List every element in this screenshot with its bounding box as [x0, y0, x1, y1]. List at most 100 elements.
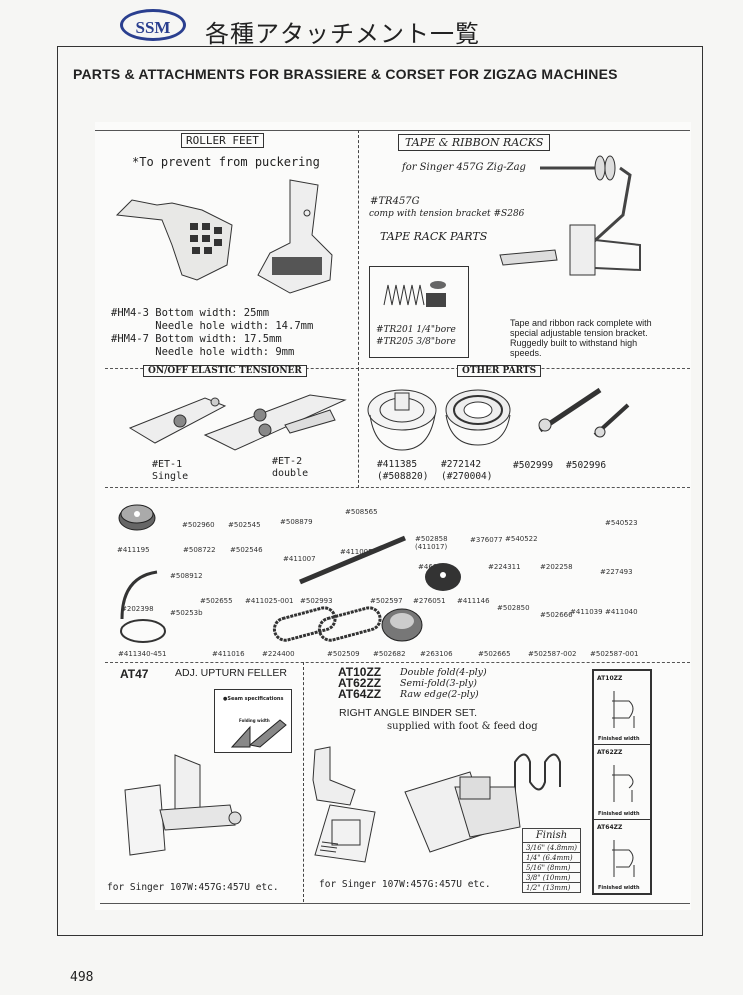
part-code: #502587-001 — [590, 650, 639, 658]
part-code: #376077 — [470, 536, 503, 544]
elastic-tensioner-label: ON/OFF ELASTIC TENSIONER — [143, 365, 307, 377]
part-code: #502960 — [182, 521, 215, 529]
part-code: #411007 — [283, 555, 316, 563]
tape-rack-comp: comp with tension bracket #S286 — [369, 209, 525, 219]
model-code: AT10ZZ — [338, 665, 382, 679]
spec-line: Needle hole width: 14.7mm — [111, 320, 314, 332]
part-desc: Single — [152, 471, 189, 482]
belt-illustration — [270, 605, 340, 645]
panel-caption: Finished width — [598, 736, 640, 742]
part-code: #276051 — [413, 597, 446, 605]
finish-option: 1/2" (13mm) — [521, 882, 582, 893]
page-number: 498 — [70, 970, 94, 985]
section-divider — [105, 368, 690, 369]
model-desc: Raw edge(2-ply) — [400, 689, 479, 700]
fold-spec-panels: AT10ZZ Finished width AT62ZZ Finished wi… — [592, 669, 652, 895]
part-code: #202398 — [121, 605, 154, 613]
tape-racks-machine: for Singer 457G Zig-Zag — [402, 162, 526, 173]
roller-foot-illustration — [112, 185, 242, 285]
bore-option: #TR205 3/8"bore — [376, 337, 456, 347]
part-code: #508722 — [183, 546, 216, 554]
finish-table: Finish 3/16" (4.8mm) 1/4" (6.4mm) 5/16" … — [521, 828, 582, 893]
upturn-feller-illustration — [120, 750, 250, 860]
binder-model-descs: Double fold(4-ply) Semi-fold(3-ply) Raw … — [400, 667, 487, 700]
column-divider — [358, 130, 359, 370]
part-code: #411146 — [457, 597, 490, 605]
roller-foot-illustration — [250, 175, 340, 300]
part-code: #224311 — [488, 563, 521, 571]
finish-option: 1/4" (6.4mm) — [521, 852, 582, 863]
part-code: #411025-001 — [245, 597, 294, 605]
roller-feet-label: ROLLER FEET — [181, 133, 264, 148]
part-alt: (#270004) — [441, 471, 493, 482]
part-code: #502665 — [478, 650, 511, 658]
part-code: #411340-451 — [118, 650, 167, 658]
part-code: #202258 — [540, 563, 573, 571]
part-code: #508879 — [280, 518, 313, 526]
bore-option: #TR201 1/4"bore — [376, 325, 456, 335]
part-code: #502597 — [370, 597, 403, 605]
at47-code: AT47 — [120, 667, 149, 681]
part-code: #224400 — [262, 650, 295, 658]
other-part-caption: #411385(#508820) — [377, 459, 428, 483]
spring-illustration — [382, 275, 452, 315]
et2-illustration — [200, 385, 350, 455]
part-code: #ET-2 — [272, 456, 303, 467]
rod-illustration — [285, 530, 410, 590]
part-code: #411039 — [570, 608, 603, 616]
folding-width-label: Folding width — [239, 718, 270, 723]
page-heading: PARTS & ATTACHMENTS FOR BRASSIERE & CORS… — [73, 66, 618, 82]
column-divider — [358, 368, 359, 488]
roller-feet-note: *To prevent from puckering — [132, 155, 320, 169]
finish-option: 3/8" (10mm) — [521, 872, 582, 883]
part-code: #411016 — [212, 650, 245, 658]
part-code: #502850 — [497, 604, 530, 612]
panel-code: AT10ZZ — [597, 675, 623, 682]
gear-illustration — [380, 605, 425, 645]
fold-spec-panel: AT62ZZ Finished width — [593, 744, 651, 820]
model-code: AT62ZZ — [338, 676, 382, 690]
part-code: #502546 — [230, 546, 263, 554]
part-code: #502509 — [327, 650, 360, 658]
part-code: #411385 — [377, 459, 418, 470]
at47-name: ADJ. UPTURN FELLER — [175, 667, 288, 679]
part-code: #502996 — [566, 460, 607, 471]
part-code: #263106 — [420, 650, 453, 658]
finish-option: 3/16" (4.8mm) — [521, 842, 582, 853]
part-code: #502993 — [300, 597, 333, 605]
part-code: #502655 — [200, 597, 233, 605]
binder-machine: for Singer 107W:457G:457U etc. — [319, 879, 491, 890]
fold-spec-panel: AT10ZZ Finished width — [593, 670, 651, 745]
part-code: #411195 — [117, 546, 150, 554]
pulley-illustration — [443, 385, 513, 450]
tape-rack-illustration — [495, 150, 665, 280]
model-desc: Double fold(4-ply) — [400, 667, 487, 678]
section-divider — [105, 662, 690, 663]
binder-title: RIGHT ANGLE BINDER SET. — [339, 707, 478, 719]
part-code: #227493 — [600, 568, 633, 576]
top-divider — [95, 130, 690, 131]
tape-rack-parts-title: TAPE RACK PARTS — [380, 230, 488, 243]
japanese-title: 各種アタッチメント一覧 — [205, 20, 480, 48]
wheel-illustration — [423, 560, 463, 595]
binder-subtitle: supplied with foot & feed dog — [387, 721, 538, 732]
part-code: #502999 — [513, 460, 554, 471]
section-divider — [105, 487, 690, 488]
finish-option: 5/16" (8mm) — [521, 862, 582, 873]
part-code: #502858 (411017) — [415, 535, 448, 551]
panel-caption: Finished width — [598, 811, 640, 817]
binder-illustration — [400, 742, 570, 862]
part-code: #411040 — [605, 608, 638, 616]
bottom-divider — [100, 903, 690, 904]
tape-rack-parts-box: #TR201 1/4"bore #TR205 3/8"bore — [369, 266, 469, 358]
part-code: #540523 — [605, 519, 638, 527]
gear-illustration — [117, 500, 157, 540]
model-desc: Semi-fold(3-ply) — [400, 678, 477, 689]
part-alt: (#508820) — [377, 471, 429, 482]
part-code: #272142 — [441, 459, 482, 470]
part-code: #411005 — [340, 548, 373, 556]
column-divider — [303, 662, 304, 902]
